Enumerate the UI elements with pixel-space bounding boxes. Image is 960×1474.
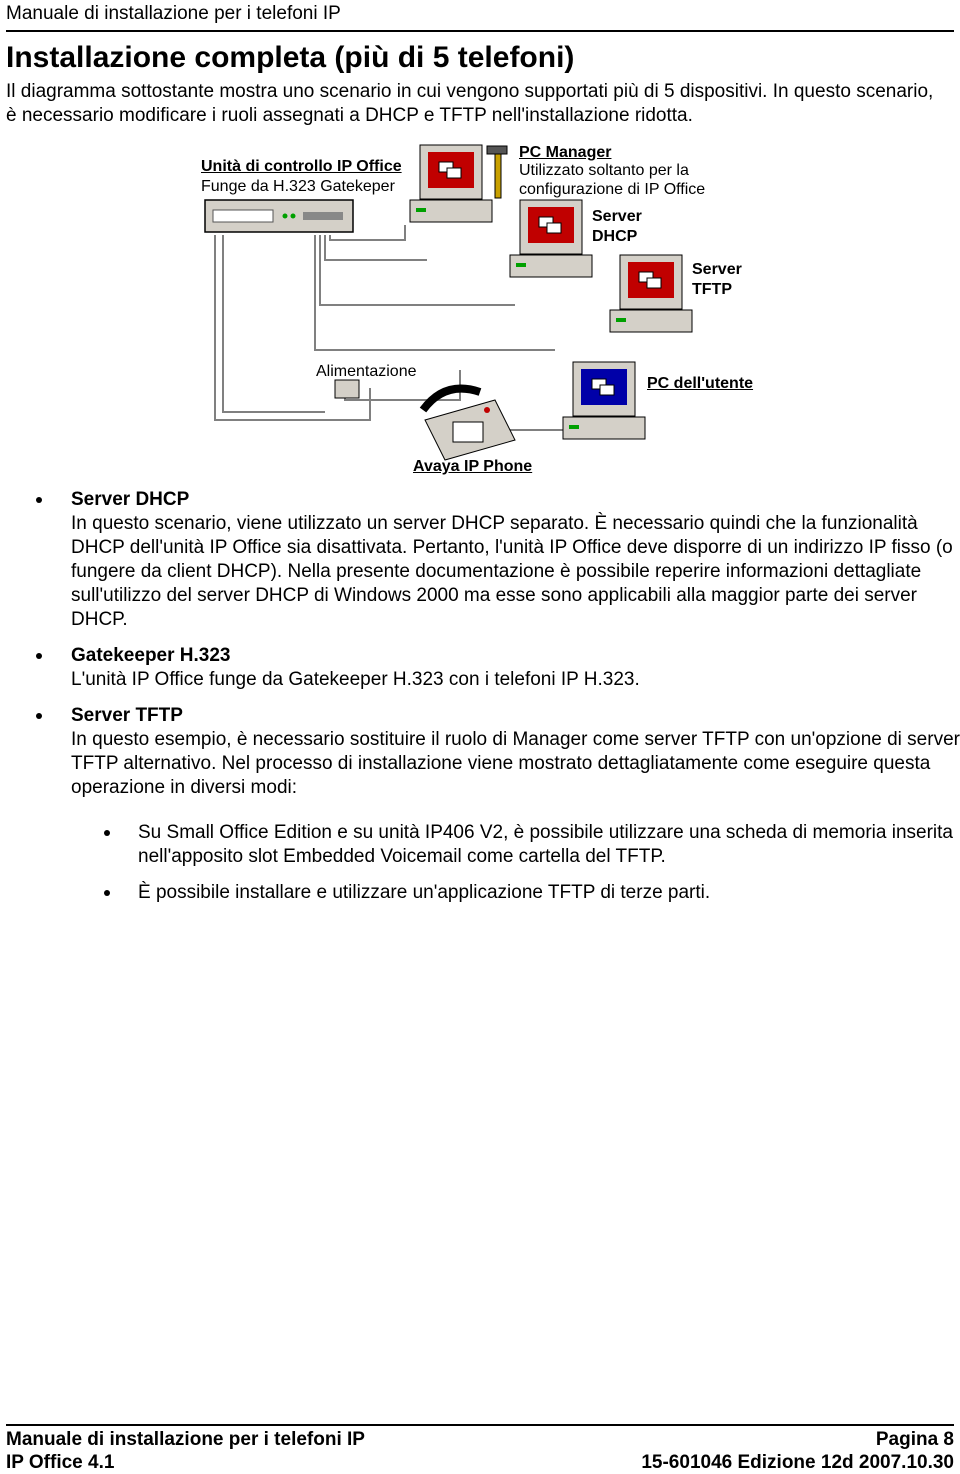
control-unit-title: Unità di controllo IP Office (201, 158, 402, 175)
bullet-item: Server DHCP In questo scenario, viene ut… (0, 488, 960, 632)
page-footer: Manuale di installazione per i telefoni … (6, 1424, 954, 1474)
pc-manager-subtitle-2: configurazione di IP Office (519, 181, 706, 198)
bullet-heading: Server TFTP (71, 705, 183, 726)
footer-page-number: Pagina 8 (875, 1429, 954, 1450)
intro-paragraph: Il diagramma sottostante mostra uno scen… (6, 81, 934, 126)
bullet-text: In questo scenario, viene utilizzato un … (71, 513, 953, 630)
dhcp-server-label-1: Server (592, 208, 642, 225)
sub-bullet-item: È possibile installare e utilizzare un'a… (0, 881, 960, 905)
power-label: Alimentazione (316, 363, 417, 380)
network-diagram: Unità di controllo IP Office Funge da H.… (195, 140, 775, 480)
bullet-dot (36, 653, 42, 659)
sub-bullet-text: È possibile installare e utilizzare un'a… (138, 882, 711, 903)
bullet-dot (36, 713, 42, 719)
sub-bullet-dot (104, 890, 110, 896)
tftp-server-computer (609, 254, 693, 333)
user-pc-label: PC dell'utente (647, 375, 754, 392)
sub-bullet-dot (104, 830, 110, 836)
bullet-heading: Gatekeeper H.323 (71, 645, 231, 666)
sub-bullet-text: Su Small Office Edition e su unità IP406… (138, 822, 953, 867)
bullet-text: L'unità IP Office funge da Gatekeeper H.… (71, 669, 640, 690)
footer-doc-title: Manuale di installazione per i telefoni … (6, 1429, 365, 1450)
dhcp-server-computer (509, 199, 593, 278)
page-title: Installazione completa (più di 5 telefon… (6, 41, 575, 74)
tftp-server-label-2: TFTP (692, 281, 732, 298)
bullet-text: In questo esempio, è necessario sostitui… (71, 729, 960, 798)
footer-product: IP Office 4.1 (6, 1452, 115, 1473)
ip-office-control-unit (204, 199, 354, 233)
pc-manager-computer (409, 144, 493, 223)
footer-edition: 15-601046 Edizione 12d 2007.10.30 (641, 1452, 954, 1473)
bullet-heading: Server DHCP (71, 489, 190, 510)
bullet-dot (36, 497, 42, 503)
network-diagram-graphic (204, 144, 693, 461)
pc-manager-subtitle-1: Utilizzato soltanto per la (519, 162, 689, 179)
phone-label: Avaya IP Phone (413, 458, 533, 475)
bullet-item: Server TFTP In questo esempio, è necessa… (0, 704, 960, 800)
power-supply (334, 379, 360, 399)
bullet-list: Server DHCP In questo scenario, viene ut… (0, 488, 960, 905)
tool-icon (486, 145, 508, 199)
sub-bullet-item: Su Small Office Edition e su unità IP406… (0, 821, 960, 869)
pc-manager-title: PC Manager (519, 144, 612, 161)
running-header: Manuale di installazione per i telefoni … (6, 2, 954, 32)
user-pc-computer (562, 361, 646, 440)
bullet-item: Gatekeeper H.323 L'unità IP Office funge… (0, 644, 960, 692)
avaya-ip-phone (419, 384, 516, 461)
control-unit-subtitle: Funge da H.323 Gatekeper (201, 178, 395, 195)
dhcp-server-label-2: DHCP (592, 228, 638, 245)
tftp-server-label-1: Server (692, 261, 742, 278)
